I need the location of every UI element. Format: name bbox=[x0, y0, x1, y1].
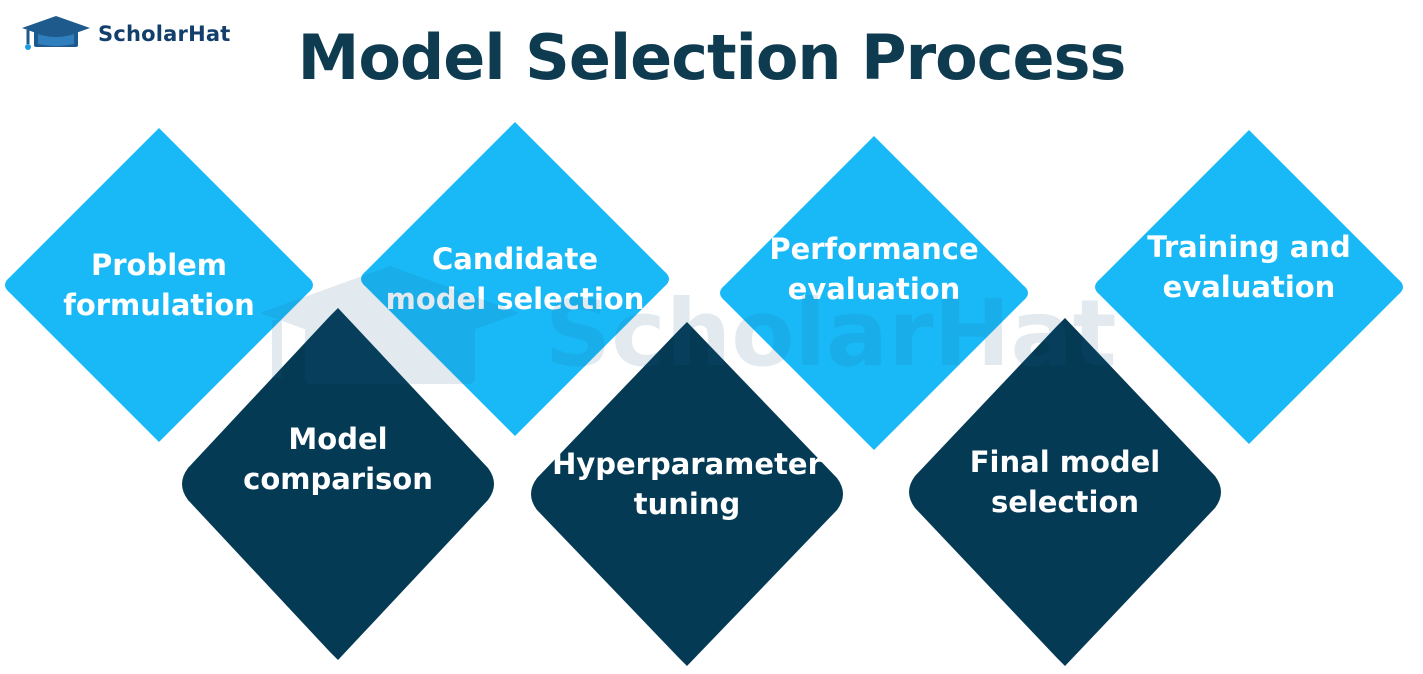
graduation-cap-icon bbox=[22, 16, 90, 50]
logo-text: ScholarHat bbox=[98, 22, 231, 46]
step-label: Problem formulation bbox=[63, 248, 255, 322]
step-label: Performance evaluation bbox=[769, 232, 979, 306]
step-candidate-model-selection: Candidate model selection bbox=[356, 114, 674, 444]
step-label: Training and evaluation bbox=[1147, 230, 1351, 304]
step-label: Hyperparameter tuning bbox=[552, 447, 822, 521]
step-label: Final model selection bbox=[969, 445, 1161, 519]
diamond-shape bbox=[5, 128, 313, 442]
step-final-model-selection: Final model selection bbox=[903, 310, 1227, 674]
diamond-shape bbox=[361, 122, 669, 436]
diamond-shape bbox=[909, 318, 1221, 666]
diamond-shape bbox=[1095, 130, 1403, 444]
step-label: Candidate model selection bbox=[385, 242, 645, 316]
step-label: Model comparison bbox=[243, 422, 433, 496]
diamond-shape bbox=[531, 322, 843, 666]
step-training-and-evaluation: Training and evaluation bbox=[1090, 122, 1408, 452]
step-hyperparameter-tuning: Hyperparameter tuning bbox=[525, 314, 849, 674]
step-problem-formulation: Problem formulation bbox=[0, 120, 318, 450]
diamond-shape bbox=[720, 136, 1028, 450]
diamond-shape bbox=[182, 308, 494, 660]
step-model-comparison: Model comparison bbox=[176, 300, 500, 668]
step-performance-evaluation: Performance evaluation bbox=[715, 128, 1033, 458]
page-title: Model Selection Process bbox=[297, 21, 1127, 94]
scholarhat-logo[interactable]: ScholarHat bbox=[20, 14, 230, 54]
